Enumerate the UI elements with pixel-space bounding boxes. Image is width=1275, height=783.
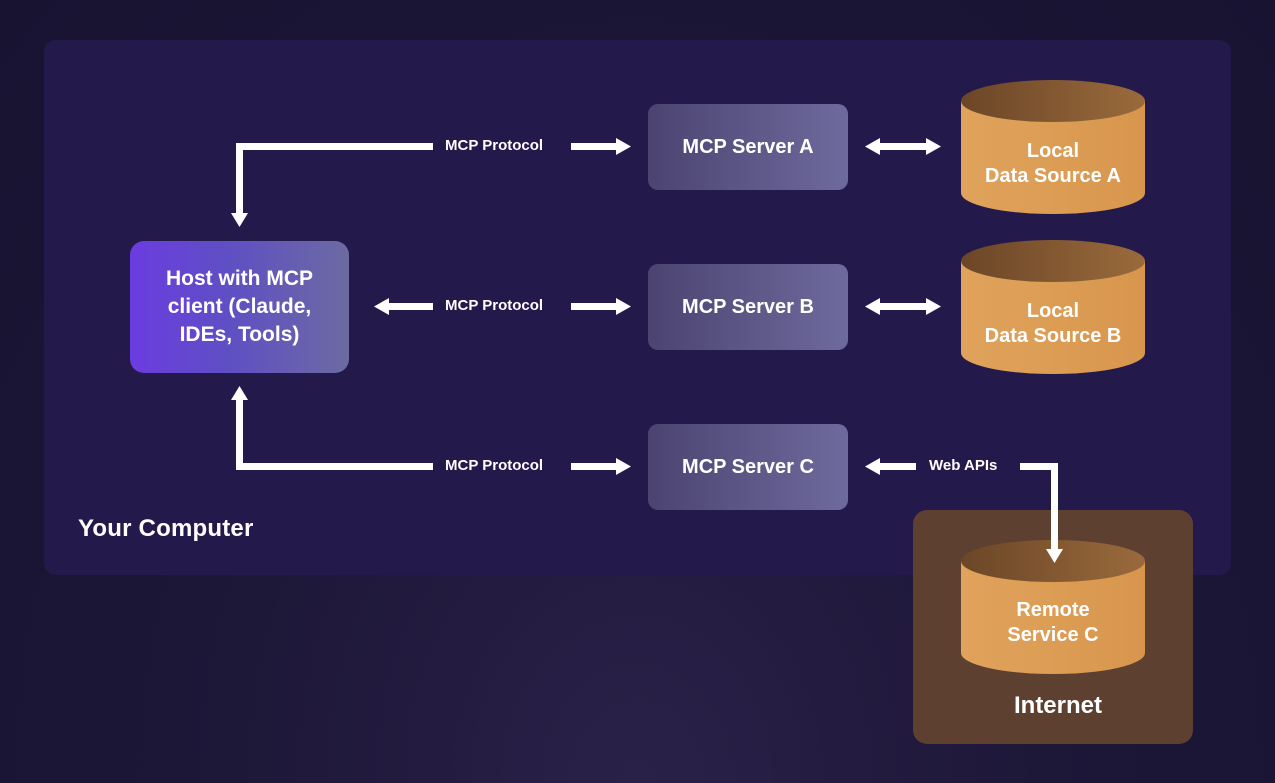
mcp-server-b-box: MCP Server B — [648, 264, 848, 350]
arrow-protocol-a — [231, 138, 631, 227]
host-mcp-client-box: Host with MCP client (Claude, IDEs, Tool… — [130, 241, 349, 373]
host-label: Host with MCP client (Claude, IDEs, Tool… — [166, 267, 313, 346]
cylinder-remote-service-c — [961, 540, 1145, 674]
mcp-server-c-box: MCP Server C — [648, 424, 848, 510]
edge-label-web-apis: Web APIs — [929, 457, 998, 474]
arrow-server-a-data-a — [865, 138, 941, 155]
remote-service-c-line1: Remote — [1016, 599, 1090, 621]
remote-service-c-line2: Service C — [1007, 624, 1099, 646]
edge-label-protocol-b: MCP Protocol — [445, 297, 544, 314]
arrow-protocol-c — [231, 386, 631, 475]
internet-label: Internet — [1013, 692, 1102, 719]
data-source-a-line2: Data Source A — [985, 165, 1121, 187]
mcp-server-a-box: MCP Server A — [648, 104, 848, 190]
data-source-a-line1: Local — [1026, 140, 1080, 162]
your-computer-label: Your Computer — [78, 515, 254, 542]
arrow-protocol-b — [374, 298, 631, 315]
data-source-b-line2: Data Source B — [984, 325, 1122, 347]
arrow-web-apis — [865, 458, 1063, 563]
edge-label-protocol-a: MCP Protocol — [445, 137, 544, 154]
edge-label-protocol-c: MCP Protocol — [445, 457, 544, 474]
arrow-server-b-data-b — [865, 298, 941, 315]
data-source-b-line1: Local — [1026, 300, 1080, 322]
data-source-a-label: Local Data Source A — [961, 139, 1145, 189]
cylinder-data-source-b — [961, 240, 1145, 374]
remote-service-c-label: Remote Service C — [961, 598, 1145, 648]
cylinder-data-source-a — [961, 80, 1145, 214]
data-source-b-label: Local Data Source B — [961, 299, 1145, 349]
